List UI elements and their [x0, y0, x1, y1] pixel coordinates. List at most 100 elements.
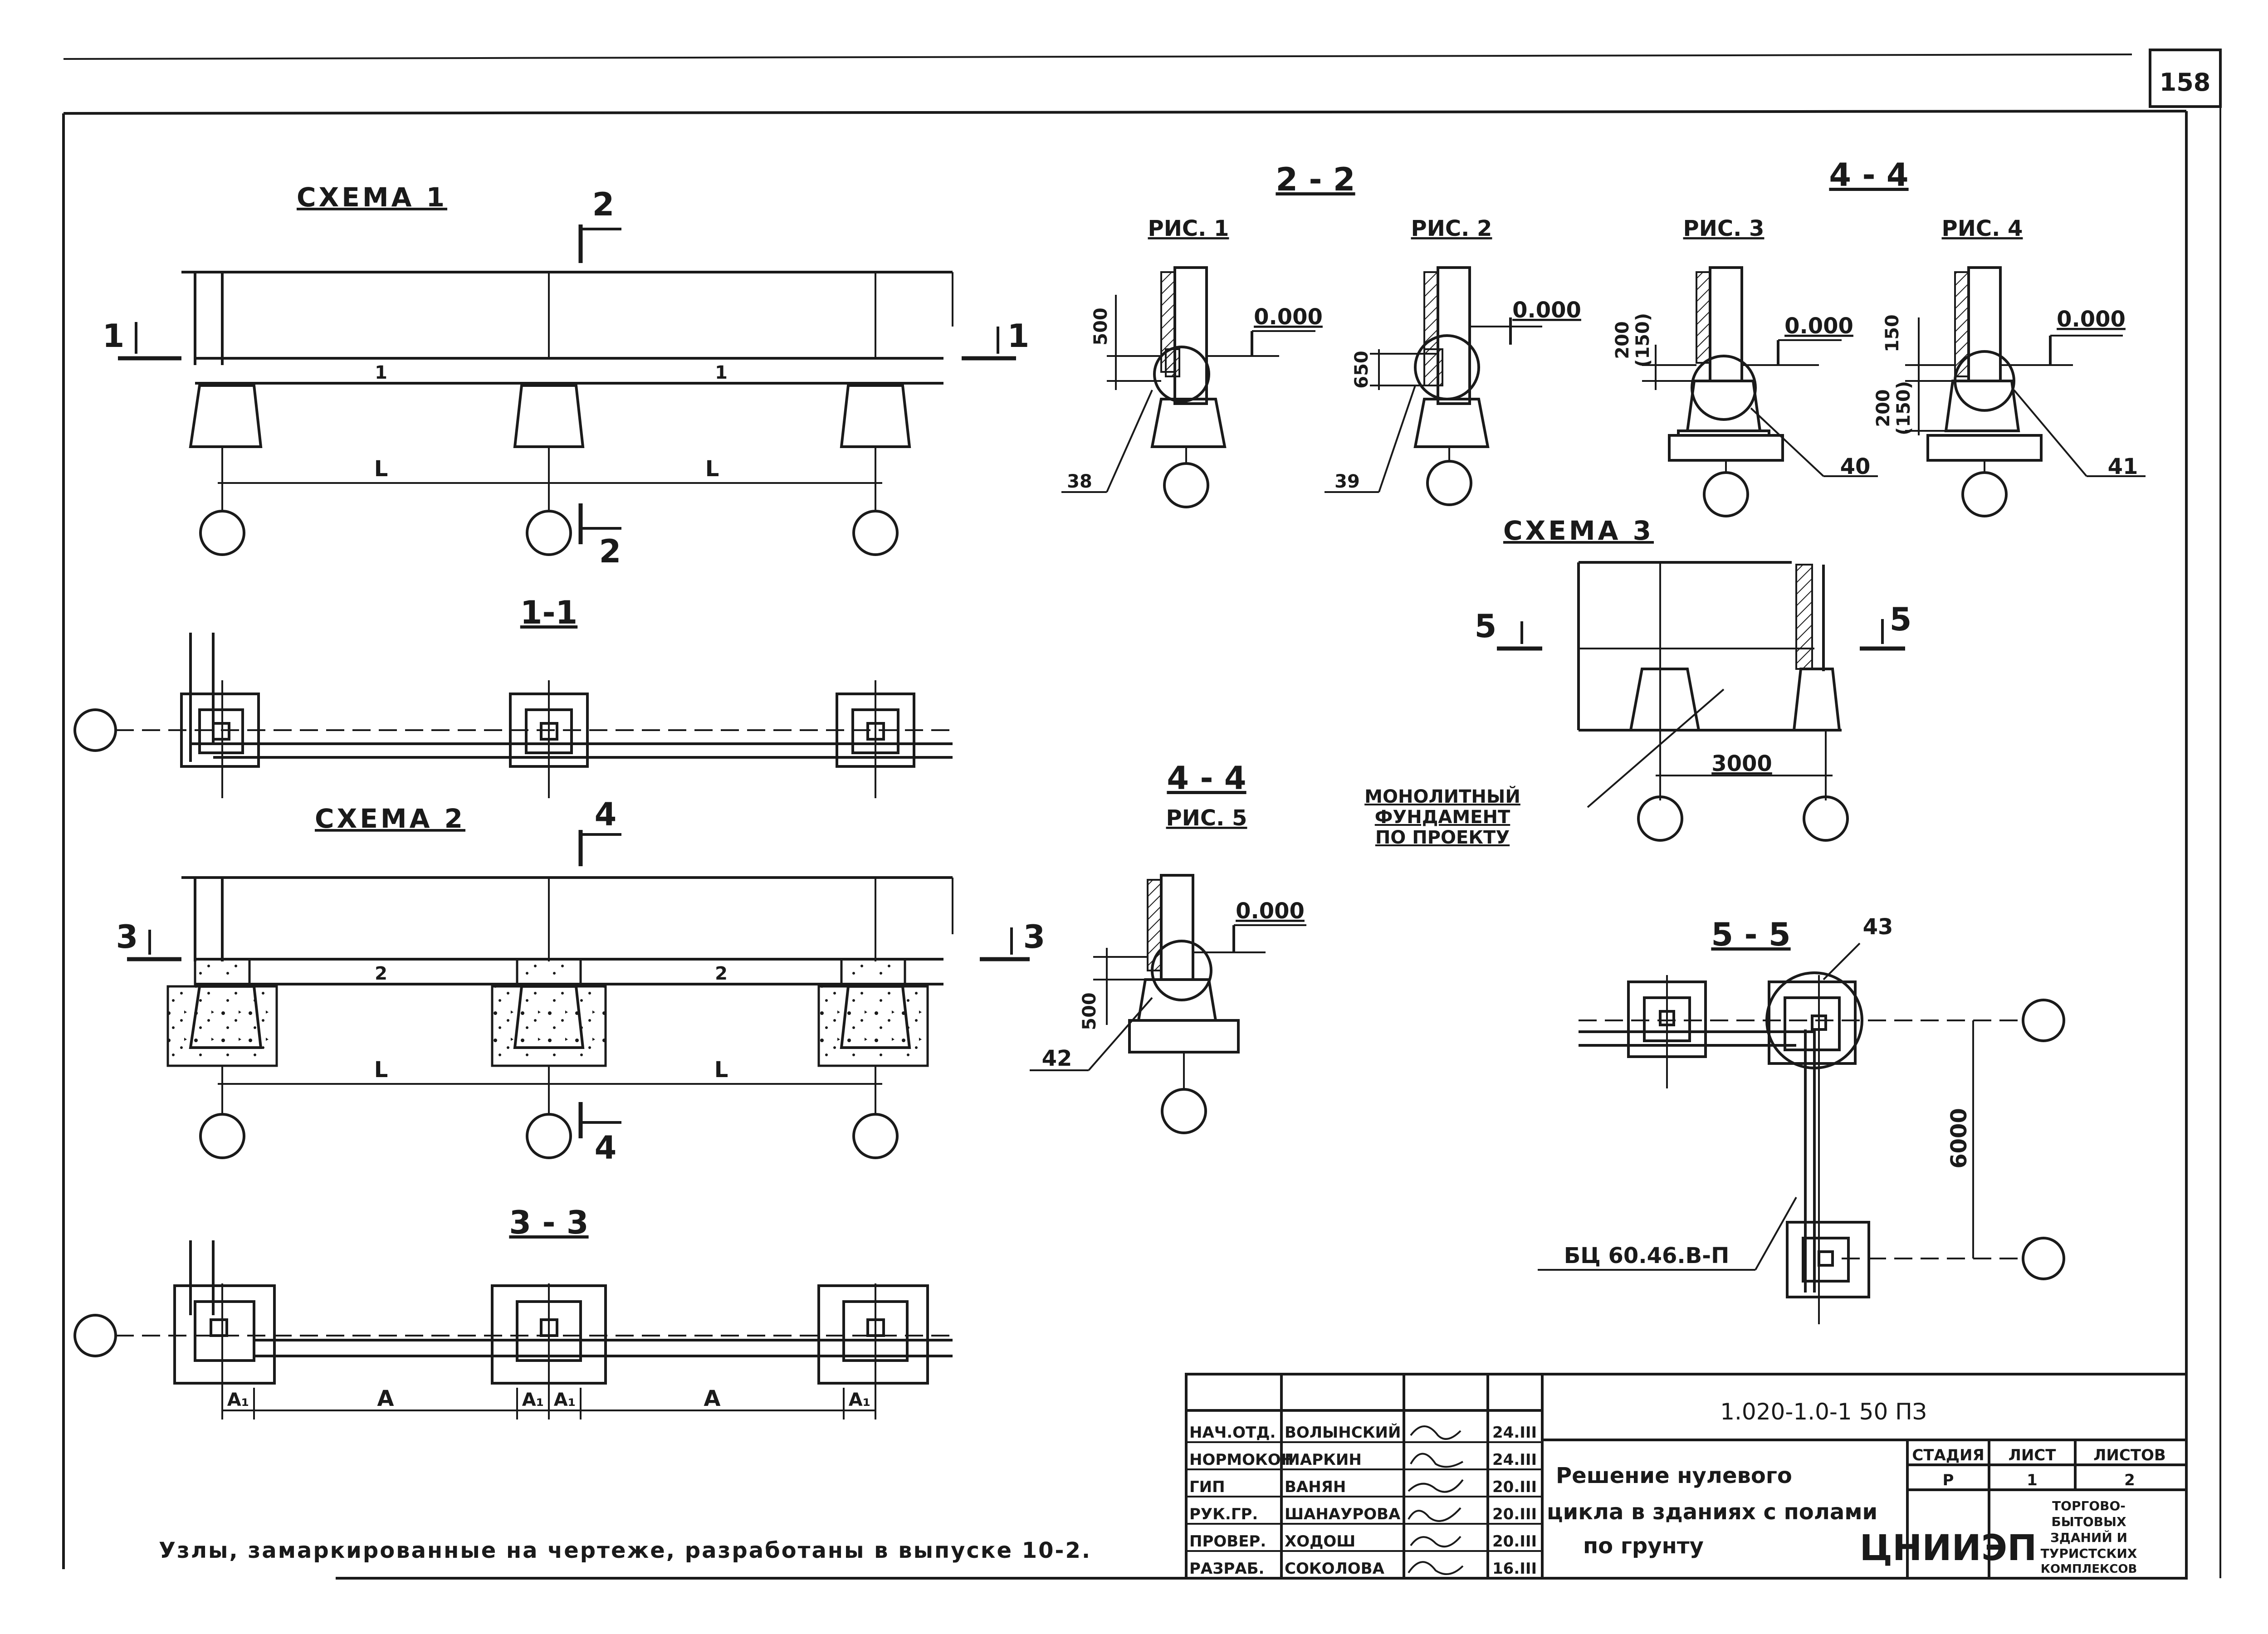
- axis-bubble: [852, 510, 899, 556]
- section-4-4-top: 4 - 4 РИС. 3 200 (150) 0.000 40 РИС. 4: [1612, 156, 2146, 517]
- cut-mark-4-bottom: 4: [595, 1129, 617, 1166]
- title-line-3: по грунту: [1583, 1533, 1704, 1559]
- staff-role: ГИП: [1189, 1478, 1225, 1496]
- section-4-4-fig5: 4 - 4 РИС. 5 500 0.000 42: [1030, 760, 1306, 1134]
- section-1-1-title: 1-1: [520, 594, 577, 631]
- span-a1: А₁: [227, 1390, 249, 1410]
- span-l: L: [374, 1057, 388, 1083]
- beam-2-label-a: 2: [375, 963, 387, 984]
- fig-3-title: РИС. 3: [1683, 216, 1765, 241]
- footing: [840, 384, 911, 448]
- node-39: 39: [1334, 471, 1360, 492]
- cut-mark-3-left: 3: [116, 918, 138, 956]
- span-a1: А₁: [522, 1390, 544, 1410]
- staff-name: ВОЛЫНСКИЙ: [1285, 1423, 1401, 1442]
- monolith-line-2: ФУНДАМЕНТ: [1375, 807, 1510, 828]
- beam-1-label-b: 1: [715, 362, 728, 383]
- org-sub-4: ТУРИСТСКИХ: [2041, 1546, 2137, 1561]
- stage-header: СТАДИЯ: [1912, 1446, 1984, 1464]
- beam-mark: БЦ 60.46.В-П: [1564, 1243, 1730, 1268]
- staff-row: РАЗРАБ. СОКОЛОВА 16.III: [1189, 1560, 1537, 1578]
- beam-2-label-b: 2: [715, 963, 728, 984]
- footing: [513, 384, 585, 448]
- signature: [1410, 1453, 1463, 1468]
- cut-mark-5-right: 5: [1890, 601, 1912, 638]
- axis-bubble: [199, 510, 245, 556]
- staff-date: 20.III: [1492, 1478, 1537, 1496]
- section-4-4-mid-title: 4 - 4: [1167, 760, 1246, 797]
- scheme-2: СХЕМА 2 2 2 L L 3 3: [116, 796, 1046, 1166]
- staff-name: ВАНЯН: [1285, 1478, 1346, 1496]
- sheet-number: 158: [2160, 68, 2211, 97]
- org-sub-1: ТОРГОВО-: [2052, 1498, 2126, 1513]
- title-line-2: цикла в зданиях с полами: [1547, 1499, 1877, 1525]
- span-a1: А₁: [849, 1390, 870, 1410]
- signature: [1408, 1561, 1464, 1575]
- cut-mark-5-left: 5: [1475, 608, 1497, 645]
- scheme-1-title: СХЕМА 1: [297, 182, 447, 213]
- staff-role: ПРОВЕР.: [1189, 1532, 1266, 1551]
- fig-4-title: РИС. 4: [1942, 216, 2023, 241]
- scheme-3: СХЕМА 3 3000 5 5 МОНОЛИТНЫЙ ФУНДАМЕНТ ПО…: [1364, 515, 1911, 848]
- section-3-3: 3 - 3 А₁ А А₁ А₁ А А₁: [73, 1204, 953, 1419]
- org-name: ЦНИИЭП: [1860, 1528, 2037, 1569]
- monolith-line-3: ПО ПРОЕКТУ: [1375, 827, 1510, 848]
- sheets-header: ЛИСТОВ: [2093, 1446, 2166, 1464]
- drawing-note: Узлы, замаркированные на чертеже, разраб…: [159, 1538, 1091, 1563]
- title-line-1: Решение нулевого: [1556, 1463, 1792, 1488]
- staff-date: 16.III: [1492, 1560, 1537, 1578]
- org-sub-3: ЗДАНИЙ И: [2050, 1530, 2127, 1545]
- node-42: 42: [1042, 1046, 1072, 1071]
- level-zero: 0.000: [1784, 313, 1853, 339]
- level-zero: 0.000: [1236, 898, 1305, 924]
- span-a1: А₁: [554, 1390, 576, 1410]
- fig-1-title: РИС. 1: [1148, 216, 1229, 241]
- staff-date: 20.III: [1492, 1505, 1537, 1523]
- staff-name: ХОДОШ: [1285, 1532, 1355, 1551]
- drawing-code: 1.020-1.0-1 50 ПЗ: [1720, 1399, 1927, 1425]
- cut-mark-1-left: 1: [103, 317, 125, 355]
- section-5-5-title: 5 - 5: [1711, 916, 1790, 953]
- staff-name: СОКОЛОВА: [1285, 1560, 1385, 1578]
- staff-name: МАРКИН: [1285, 1451, 1362, 1469]
- span-a: А: [377, 1386, 394, 1411]
- staff-row: РУК.ГР. ШАНАУРОВА 20.III: [1189, 1505, 1537, 1523]
- dim-650: 650: [1351, 351, 1372, 389]
- fig-2-title: РИС. 2: [1411, 216, 1492, 241]
- section-1-1: 1-1: [73, 594, 953, 798]
- axis-bubble: [526, 510, 572, 556]
- staff-role: РАЗРАБ.: [1189, 1560, 1264, 1578]
- staff-role: НОРМОКОН: [1189, 1451, 1294, 1469]
- scheme-1: СХЕМА 1 1 1 L L 1 1 2: [103, 182, 1030, 570]
- stage-value: Р: [1943, 1471, 1954, 1489]
- dim-200: 200: [1873, 389, 1894, 427]
- beam-1-label-a: 1: [375, 362, 387, 383]
- monolith-line-1: МОНОЛИТНЫЙ: [1364, 785, 1520, 807]
- level-zero: 0.000: [2057, 307, 2126, 332]
- title-block: 1.020-1.0-1 50 ПЗ Решение нулевого цикла…: [1185, 1373, 2188, 1580]
- cut-mark-2-top: 2: [592, 186, 615, 223]
- org-sub-2: БЫТОВЫХ: [2051, 1514, 2126, 1529]
- section-2-2-title: 2 - 2: [1276, 161, 1355, 198]
- staff-date: 24.III: [1492, 1451, 1537, 1469]
- cut-mark-1-right: 1: [1007, 317, 1030, 355]
- staff-date: 24.III: [1492, 1424, 1537, 1442]
- staff-row: НАЧ.ОТД. ВОЛЫНСКИЙ 24.III: [1189, 1423, 1537, 1442]
- dim-500: 500: [1090, 307, 1111, 346]
- node-38: 38: [1067, 471, 1092, 492]
- staff-name: ШАНАУРОВА: [1285, 1505, 1401, 1523]
- fig-5-title: РИС. 5: [1166, 805, 1247, 831]
- staff-row: НОРМОКОН МАРКИН 24.III: [1189, 1451, 1537, 1469]
- dim-150-paren: (150): [1633, 313, 1653, 367]
- staff-row: ПРОВЕР. ХОДОШ 20.III: [1189, 1532, 1537, 1551]
- node-43: 43: [1863, 914, 1893, 940]
- sheet-value: 1: [2027, 1471, 2038, 1489]
- signature: [1410, 1536, 1461, 1548]
- cut-mark-4-top: 4: [595, 796, 617, 833]
- span-a: А: [704, 1386, 720, 1411]
- span-l: L: [374, 456, 388, 482]
- signature: [1410, 1425, 1461, 1440]
- signature: [1408, 1507, 1461, 1522]
- scheme-3-title: СХЕМА 3: [1503, 515, 1654, 546]
- monolith-note: МОНОЛИТНЫЙ ФУНДАМЕНТ ПО ПРОЕКТУ: [1364, 785, 1520, 848]
